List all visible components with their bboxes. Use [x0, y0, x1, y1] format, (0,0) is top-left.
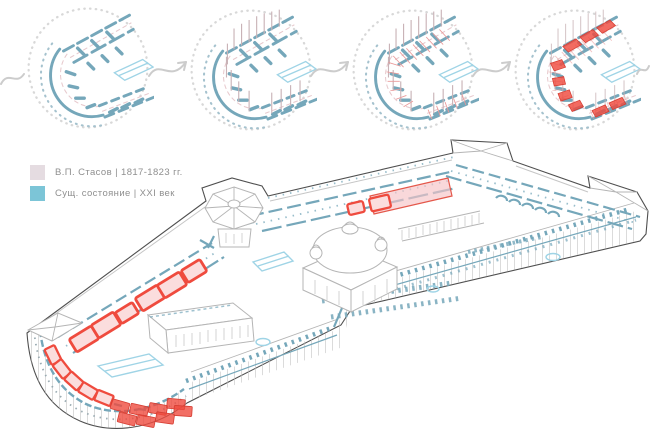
inset-stage-1 — [22, 2, 154, 134]
arcade-arches — [495, 194, 561, 218]
top-wing — [199, 156, 457, 249]
legend-swatch-stasov — [30, 165, 45, 180]
legend: В.П. Стасов | 1817-1823 гг. Сущ. состоян… — [30, 165, 183, 207]
courtyard-block — [146, 302, 255, 355]
inset-stage-2 — [185, 4, 317, 136]
corner-red-rooms — [43, 344, 193, 428]
central-dome-church — [301, 221, 399, 313]
left-wing-red-rooms — [68, 258, 208, 353]
legend-label-existing: Сущ. состояние | XXI век — [55, 188, 175, 199]
cupola-icon — [309, 246, 323, 260]
legend-item-stasov: В.П. Стасов | 1817-1823 гг. — [30, 165, 183, 180]
left-wing — [57, 242, 225, 354]
corner-pavilion-roofs — [26, 139, 649, 342]
sequence-arrow-tail-icon — [636, 65, 650, 75]
existing-slab-outlines — [96, 251, 561, 378]
legend-item-existing: Сущ. состояние | XXI век — [30, 186, 183, 201]
inset-stage-4 — [509, 4, 641, 136]
sequence-arrow-tail-icon — [0, 73, 25, 85]
legend-label-stasov: В.П. Стасов | 1817-1823 гг. — [55, 167, 183, 178]
right-wing — [445, 163, 641, 231]
southwest-curved-corner — [33, 329, 193, 428]
courtyard-colonnade — [397, 210, 485, 242]
legend-swatch-existing — [30, 186, 45, 201]
inset-stage-3 — [347, 4, 479, 136]
octagonal-tower — [204, 186, 264, 248]
cupola-icon — [374, 238, 388, 252]
